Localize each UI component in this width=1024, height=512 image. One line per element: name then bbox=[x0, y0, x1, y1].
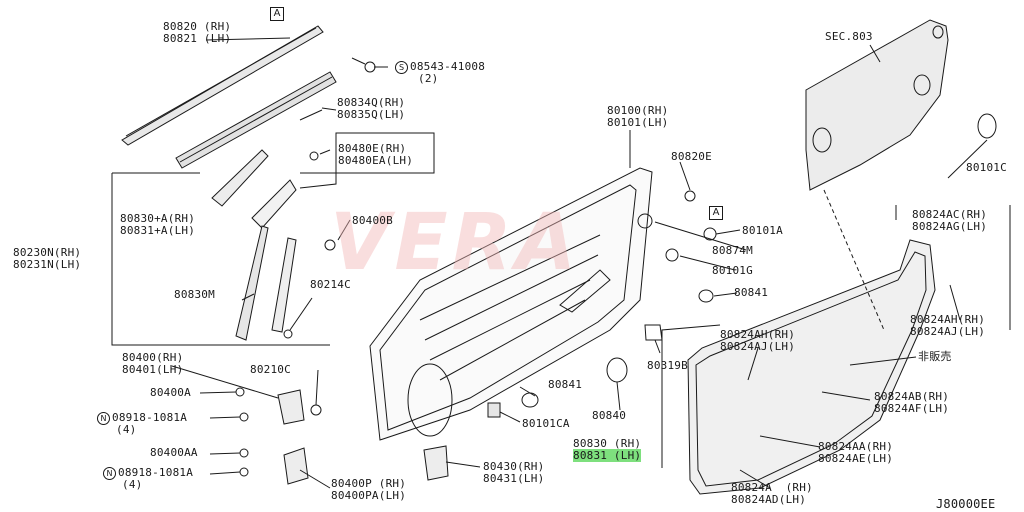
label-80841-bottom: 80841 bbox=[548, 378, 583, 391]
bracket-80824ac bbox=[895, 205, 1011, 330]
plug-80101c bbox=[977, 113, 997, 139]
bolt-80400a bbox=[235, 387, 245, 397]
regulator-bracket bbox=[251, 179, 297, 229]
label-08918-top: 08918-1081A(4) bbox=[112, 411, 188, 436]
label-80430: 80430(RH)80431(LH) bbox=[483, 460, 545, 485]
label-80824ah-left: 80824AH(RH)80824AJ(LH) bbox=[720, 328, 796, 353]
plug-80840 bbox=[606, 357, 628, 383]
ref-circle-s: S bbox=[395, 61, 408, 74]
label-80830m: 80830M bbox=[174, 288, 215, 301]
check-link-80430 bbox=[423, 445, 449, 481]
label-80830a: 80830+A(RH)80831+A(LH) bbox=[120, 212, 196, 237]
screw-08543 bbox=[351, 57, 376, 73]
label-80101g: 80101G bbox=[712, 264, 753, 277]
label-80820: 80820 (RH)80821 (LH) bbox=[163, 20, 232, 45]
label-80101a: 80101A bbox=[742, 224, 783, 237]
ref-box-a-right: A bbox=[709, 206, 723, 220]
plug-80101g bbox=[665, 248, 679, 262]
leader-sec803 bbox=[823, 189, 885, 331]
clip-80480e bbox=[309, 151, 319, 161]
label-80824ab: 80824AB(RH)80824AF(LH) bbox=[874, 390, 950, 415]
sec803-panel bbox=[805, 19, 949, 191]
part-80830a bbox=[211, 149, 269, 207]
label-80319b: 80319B bbox=[647, 359, 688, 372]
label-80824ah-right: 80824AH(RH)80824AJ(LH) bbox=[910, 313, 986, 338]
diagram-code: J80000EE bbox=[936, 497, 996, 511]
channel-rear bbox=[271, 237, 297, 333]
bolt-80214c bbox=[283, 329, 293, 339]
bolt-80400b bbox=[324, 239, 336, 251]
label-80400p: 80400P (RH)80400PA(LH) bbox=[331, 477, 407, 502]
plug-80841-bottom bbox=[521, 392, 539, 408]
ref-box-a-top: A bbox=[270, 7, 284, 21]
label-08918-bottom: 08918-1081A(4) bbox=[118, 466, 194, 491]
label-80830: 80830 (RH)80831 (LH) bbox=[573, 437, 642, 462]
label-80101ca: 80101CA bbox=[522, 417, 570, 430]
weatherstrip bbox=[687, 239, 936, 495]
plug-80841-top bbox=[698, 289, 714, 303]
label-80101c: 80101C bbox=[966, 161, 1007, 174]
leader-lines bbox=[171, 37, 988, 489]
highlight-80831: 80831 (LH) bbox=[573, 449, 642, 462]
label-80400a: 80400A bbox=[150, 386, 191, 399]
nut-08918-top bbox=[239, 412, 249, 422]
grommet-80101a bbox=[703, 227, 717, 241]
belt-molding-inner bbox=[175, 71, 337, 169]
label-80210c: 80210C bbox=[250, 363, 291, 376]
label-80400: 80400(RH)80401(LH) bbox=[122, 351, 184, 376]
group-box-80480 bbox=[112, 132, 435, 189]
part-80830m bbox=[235, 225, 269, 341]
bracket-80830 bbox=[661, 324, 721, 468]
label-80400b: 80400B bbox=[352, 214, 393, 227]
label-80840: 80840 bbox=[592, 409, 627, 422]
label-80100: 80100(RH)80101(LH) bbox=[607, 104, 669, 129]
door-shell bbox=[369, 167, 653, 441]
belt-molding-outer bbox=[121, 25, 324, 146]
label-80874m: 80874M bbox=[712, 244, 753, 257]
label-80824a: 80824A (RH)80824AD(LH) bbox=[731, 481, 813, 506]
nut-08918-bottom bbox=[239, 467, 249, 477]
label-sec803: SEC.803 bbox=[825, 30, 873, 43]
hinge-80400p bbox=[283, 447, 309, 485]
ref-circle-n-top: N bbox=[97, 412, 110, 425]
label-80824ac: 80824AC(RH)80824AG(LH) bbox=[912, 208, 988, 233]
ref-circle-n-bottom: N bbox=[103, 467, 116, 480]
part-80874m bbox=[637, 213, 653, 229]
group-bracket-80230 bbox=[111, 173, 330, 346]
label-80230n: 80230N(RH)80231N(LH) bbox=[13, 246, 82, 271]
bolt-80820e bbox=[684, 190, 696, 202]
label-08543: 08543-41008(2) bbox=[410, 60, 486, 85]
label-80400aa: 80400AA bbox=[150, 446, 198, 459]
bolt-80210c bbox=[310, 404, 322, 416]
label-80834q: 80834Q(RH)80835Q(LH) bbox=[337, 96, 406, 121]
part-80319b bbox=[644, 324, 663, 341]
label-80820e: 80820E bbox=[671, 150, 712, 163]
label-80480e: 80480E(RH)80480EA(LH) bbox=[338, 142, 414, 167]
bolt-80400aa bbox=[239, 448, 249, 458]
label-80841-top: 80841 bbox=[734, 286, 769, 299]
hinge-80400 bbox=[277, 389, 305, 425]
label-non-sale: 非販売 bbox=[918, 350, 952, 363]
label-80824aa: 80824AA(RH)80824AE(LH) bbox=[818, 440, 894, 465]
pad-80101ca bbox=[487, 402, 501, 418]
label-80214c: 80214C bbox=[310, 278, 351, 291]
